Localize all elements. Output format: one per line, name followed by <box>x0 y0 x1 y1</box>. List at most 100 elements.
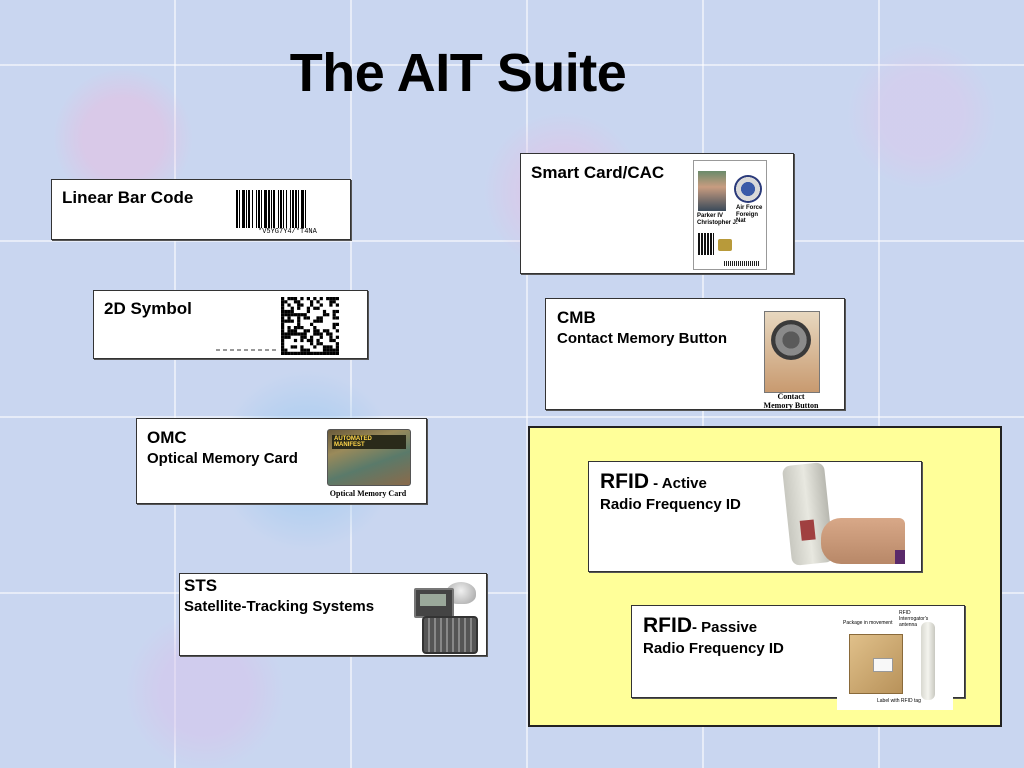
rfid-active-title: RFID <box>600 470 649 493</box>
datamatrix-module <box>329 335 333 339</box>
datamatrix-module <box>281 297 285 301</box>
datamatrix-module <box>290 329 294 333</box>
datamatrix-module <box>316 351 320 355</box>
datamatrix-module <box>281 322 285 326</box>
cac-line-4: Foreign Nat <box>736 212 758 224</box>
antenna-image <box>921 622 935 700</box>
datamatrix-module <box>329 351 333 355</box>
datamatrix-module <box>326 351 330 355</box>
datamatrix-module <box>284 335 288 339</box>
datamatrix-module <box>281 345 285 349</box>
datamatrix-module <box>326 345 330 349</box>
datamatrix-module <box>287 335 291 339</box>
datamatrix-module <box>281 306 285 310</box>
datamatrix-module <box>335 309 339 314</box>
datamatrix-module <box>281 300 285 304</box>
memory-button-icon <box>771 320 811 360</box>
datamatrix-module <box>335 345 339 349</box>
barcode-bar <box>264 190 267 228</box>
datamatrix-module <box>297 319 301 323</box>
datamatrix-module <box>329 345 333 349</box>
datamatrix-module <box>290 306 294 310</box>
datamatrix-module <box>287 313 291 317</box>
datamatrix-module <box>319 319 323 323</box>
cmb-caption-1: Contact <box>777 392 805 401</box>
datamatrix-module <box>332 313 336 317</box>
datamatrix-module <box>332 300 336 304</box>
datamatrix-module <box>322 313 327 317</box>
datamatrix-module <box>310 303 314 307</box>
rfid-passive-subtitle: Radio Frequency ID <box>643 640 784 657</box>
rfid-label-image <box>873 658 893 672</box>
barcode-bar <box>305 190 306 228</box>
sts-title: STS <box>184 576 218 595</box>
datamatrix-module <box>322 351 327 355</box>
datamatrix-module <box>310 342 314 346</box>
datamatrix-module <box>332 322 336 326</box>
barcode-bar <box>271 190 272 228</box>
datamatrix-module <box>316 342 320 346</box>
datamatrix-module <box>281 303 285 307</box>
datamatrix-module <box>284 348 288 352</box>
datamatrix-module <box>300 332 304 336</box>
barcode-bar <box>298 190 299 228</box>
datamatrix-module <box>329 297 333 301</box>
hand-image <box>821 518 905 564</box>
datamatrix-module <box>281 338 285 343</box>
sts-subtitle: Satellite-Tracking Systems <box>184 598 375 615</box>
card-rfid-passive: RFID- Passive Radio Frequency ID Package… <box>631 605 965 710</box>
datamatrix-module <box>322 348 327 352</box>
datamatrix-module <box>326 329 330 333</box>
datamatrix-module <box>303 313 307 317</box>
barcode-bar <box>286 190 287 228</box>
card-sts: STS Satellite-Tracking Systems <box>179 573 487 656</box>
datamatrix-module <box>310 338 314 343</box>
smart-card-label: Smart Card/CAC <box>531 163 665 182</box>
datamatrix-module <box>326 332 330 336</box>
datamatrix-module <box>293 297 298 301</box>
datamatrix-module <box>293 313 298 317</box>
datamatrix-module <box>335 303 339 307</box>
datamatrix-module <box>297 326 301 330</box>
datamatrix-module <box>297 332 301 336</box>
datamatrix-module <box>287 316 291 320</box>
datamatrix-module <box>303 316 307 320</box>
datamatrix-module <box>287 329 291 333</box>
datamatrix-module <box>303 348 307 352</box>
cmb-label: CMB Contact Memory Button <box>557 308 727 349</box>
omc-label: OMC Optical Memory Card <box>147 428 298 469</box>
datamatrix-module <box>297 313 301 317</box>
cmb-title: CMB <box>557 308 596 327</box>
datamatrix-module <box>335 342 339 346</box>
card-cmb: CMB Contact Memory Button Contact Memory… <box>545 298 845 410</box>
card-omc: OMC Optical Memory Card AUTOMATED MANIFE… <box>136 418 427 504</box>
cac-barcode-strip <box>724 261 760 266</box>
datamatrix-module <box>326 313 330 317</box>
datamatrix-module <box>306 329 310 333</box>
barcode-bar <box>256 190 257 228</box>
datamatrix-module <box>281 335 285 339</box>
datamatrix-module <box>310 351 314 355</box>
datamatrix-module <box>329 300 333 304</box>
barcode-bar <box>273 190 275 228</box>
seal-icon <box>734 175 762 203</box>
datamatrix-module <box>332 326 336 330</box>
rfid-passive-image: Package in movement RFID Interrogator's … <box>837 608 953 710</box>
optical-memory-card-image: AUTOMATED MANIFEST <box>327 429 411 486</box>
omc-caption: Optical Memory Card <box>329 489 407 498</box>
datamatrix-module <box>300 348 304 352</box>
passive-img-text-1: Package in movement <box>843 620 893 626</box>
barcode-bar <box>301 190 304 228</box>
datamatrix-module <box>297 306 301 310</box>
datamatrix-module <box>326 297 330 301</box>
datamatrix-module <box>310 300 314 304</box>
datamatrix-module <box>310 335 314 339</box>
datamatrix-module <box>290 309 294 314</box>
datamatrix-module <box>281 332 285 336</box>
datamatrix-module <box>313 297 317 301</box>
datamatrix-module <box>319 316 323 320</box>
passive-img-text-2: RFID Interrogator's antenna <box>899 610 929 628</box>
datamatrix-module <box>313 306 317 310</box>
barcode-bar <box>236 190 238 228</box>
datamatrix-module <box>287 303 291 307</box>
